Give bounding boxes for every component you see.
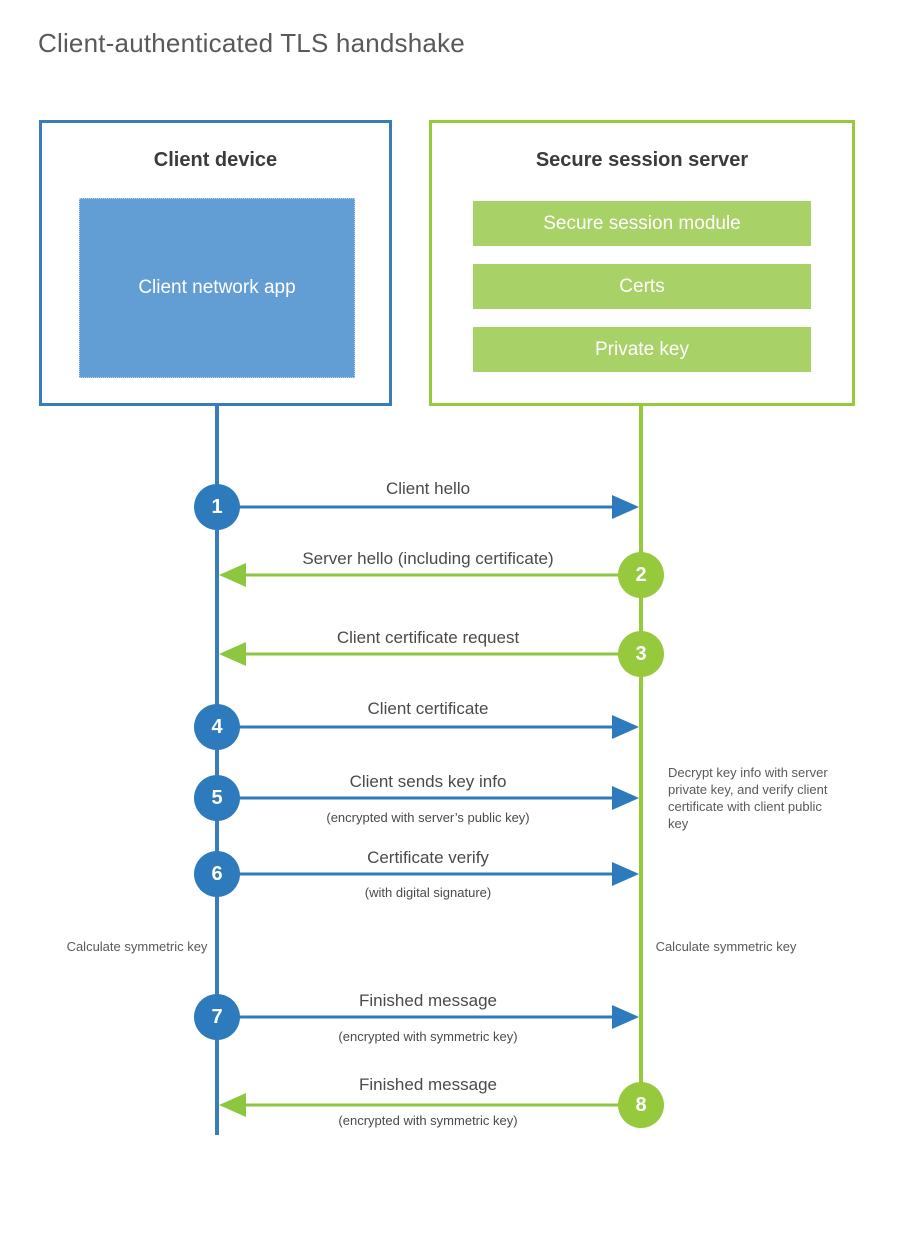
step-marker-6[interactable]: 6 [194,851,240,897]
message-label-3: Client certificate request [336,628,520,647]
message-sublabel-6: (with digital signature) [364,885,492,900]
step-marker-5[interactable]: 5 [194,775,240,821]
client-device-box: Client device Client network app [39,120,392,406]
annotation-client-calculate-symmetric-key: Calculate symmetric key [66,939,208,954]
annotation-server-decrypt: Decrypt key info with server private key… [668,765,828,831]
message-label-6: Certificate verify [367,848,489,867]
message-label-7: Finished message [359,991,497,1010]
message-sublabel-5: (encrypted with server’s public key) [326,810,530,825]
message-sublabel-7: (encrypted with symmetric key) [338,1029,518,1044]
step-marker-3[interactable]: 3 [618,631,664,677]
step-marker-2[interactable]: 2 [618,552,664,598]
page-title: Client-authenticated TLS handshake [38,28,465,58]
message-label-4: Client certificate [367,699,489,718]
server-component-certs: Certs [473,264,811,309]
message-label-5: Client sends key info [349,772,507,791]
annotation-server-calculate-symmetric-key: Calculate symmetric key [655,939,797,954]
secure-session-server-title: Secure session server [535,149,749,171]
message-label-8: Finished message [359,1075,497,1094]
server-component-private-key: Private key [473,327,811,372]
server-component-secure-session-module: Secure session module [473,201,811,246]
message-label-1: Client hello [385,479,471,498]
step-marker-8[interactable]: 8 [618,1082,664,1128]
client-network-app-block: Client network app [79,198,355,378]
secure-session-server-box: Secure session server Secure session mod… [429,120,855,406]
client-device-title: Client device [153,149,278,171]
step-marker-4[interactable]: 4 [194,704,240,750]
step-marker-1[interactable]: 1 [194,484,240,530]
message-label-2: Server hello (including certificate) [302,549,554,568]
message-sublabel-8: (encrypted with symmetric key) [338,1113,518,1128]
step-marker-7[interactable]: 7 [194,994,240,1040]
